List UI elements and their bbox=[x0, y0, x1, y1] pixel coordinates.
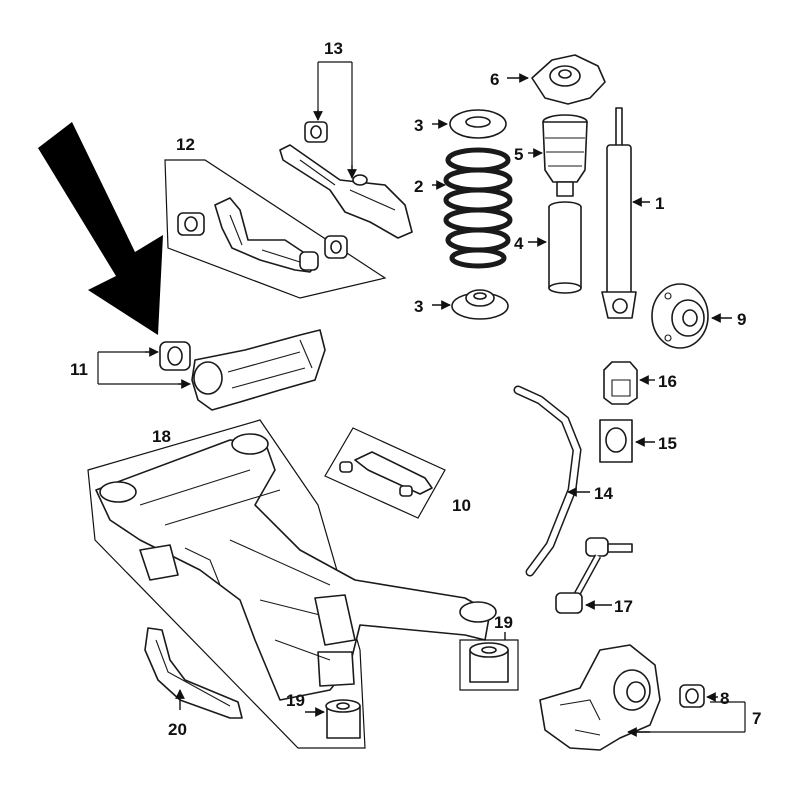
part-12-control-arm bbox=[177, 197, 348, 273]
callout-1: 1 bbox=[655, 194, 664, 213]
callout-16: 16 bbox=[658, 372, 677, 391]
callout-11: 11 bbox=[70, 360, 88, 379]
part-6-strut-mount bbox=[531, 54, 606, 105]
callout-3-upper: 3 bbox=[414, 116, 423, 135]
part-15-stabilizer-bushing bbox=[599, 419, 633, 463]
part-7-bracket bbox=[632, 701, 746, 733]
highlight-arrow-icon bbox=[38, 122, 163, 335]
part-5-bump-stop bbox=[542, 114, 588, 197]
part-11-trailing-arm bbox=[159, 329, 326, 411]
part-4-dust-boot bbox=[548, 201, 582, 294]
part-18-subframe bbox=[95, 433, 497, 701]
part-19-right-box bbox=[459, 639, 519, 691]
callout-6: 6 bbox=[490, 70, 499, 89]
part-3-lower-spring-seat bbox=[451, 289, 509, 320]
part-10-adjust-link bbox=[339, 451, 433, 497]
part-18-bounding-box bbox=[87, 419, 366, 749]
callout-14: 14 bbox=[594, 484, 613, 503]
part-3-upper-spring-seat bbox=[449, 109, 507, 139]
part-13-upper-link bbox=[279, 121, 413, 239]
part-14-stabilizer-bar bbox=[513, 385, 582, 577]
callout-19-left: 19 bbox=[286, 691, 305, 710]
callout-3-lower: 3 bbox=[414, 297, 423, 316]
callout-15: 15 bbox=[658, 434, 677, 453]
callout-12: 12 bbox=[176, 135, 195, 154]
part-13-bracket bbox=[317, 61, 353, 176]
callout-13: 13 bbox=[324, 39, 343, 58]
part-8-bushing bbox=[679, 684, 705, 708]
callout-8: 8 bbox=[720, 689, 729, 708]
callout-18: 18 bbox=[152, 427, 171, 446]
callout-9: 9 bbox=[737, 310, 746, 329]
callout-5: 5 bbox=[514, 145, 523, 164]
callout-2: 2 bbox=[414, 177, 423, 196]
part-19-bushing-left bbox=[325, 699, 361, 739]
part-1-shock-absorber bbox=[601, 107, 637, 319]
callout-19-right: 19 bbox=[494, 613, 513, 632]
part-7-knuckle bbox=[539, 644, 661, 751]
part-10-bounding-box bbox=[324, 427, 446, 519]
callout-7: 7 bbox=[752, 709, 761, 728]
part-12-bounding-box bbox=[164, 159, 387, 299]
callout-10: 10 bbox=[452, 496, 471, 515]
callout-17: 17 bbox=[614, 597, 633, 616]
part-9-wheel-hub bbox=[651, 283, 709, 349]
callout-20: 20 bbox=[168, 720, 187, 739]
callout-4: 4 bbox=[514, 234, 524, 253]
part-2-coil-spring bbox=[443, 147, 513, 269]
part-20-bracket bbox=[144, 627, 243, 719]
part-17-stabilizer-link bbox=[555, 537, 633, 614]
part-19-bushing-right bbox=[469, 642, 509, 683]
part-16-stabilizer-clamp bbox=[603, 361, 638, 405]
